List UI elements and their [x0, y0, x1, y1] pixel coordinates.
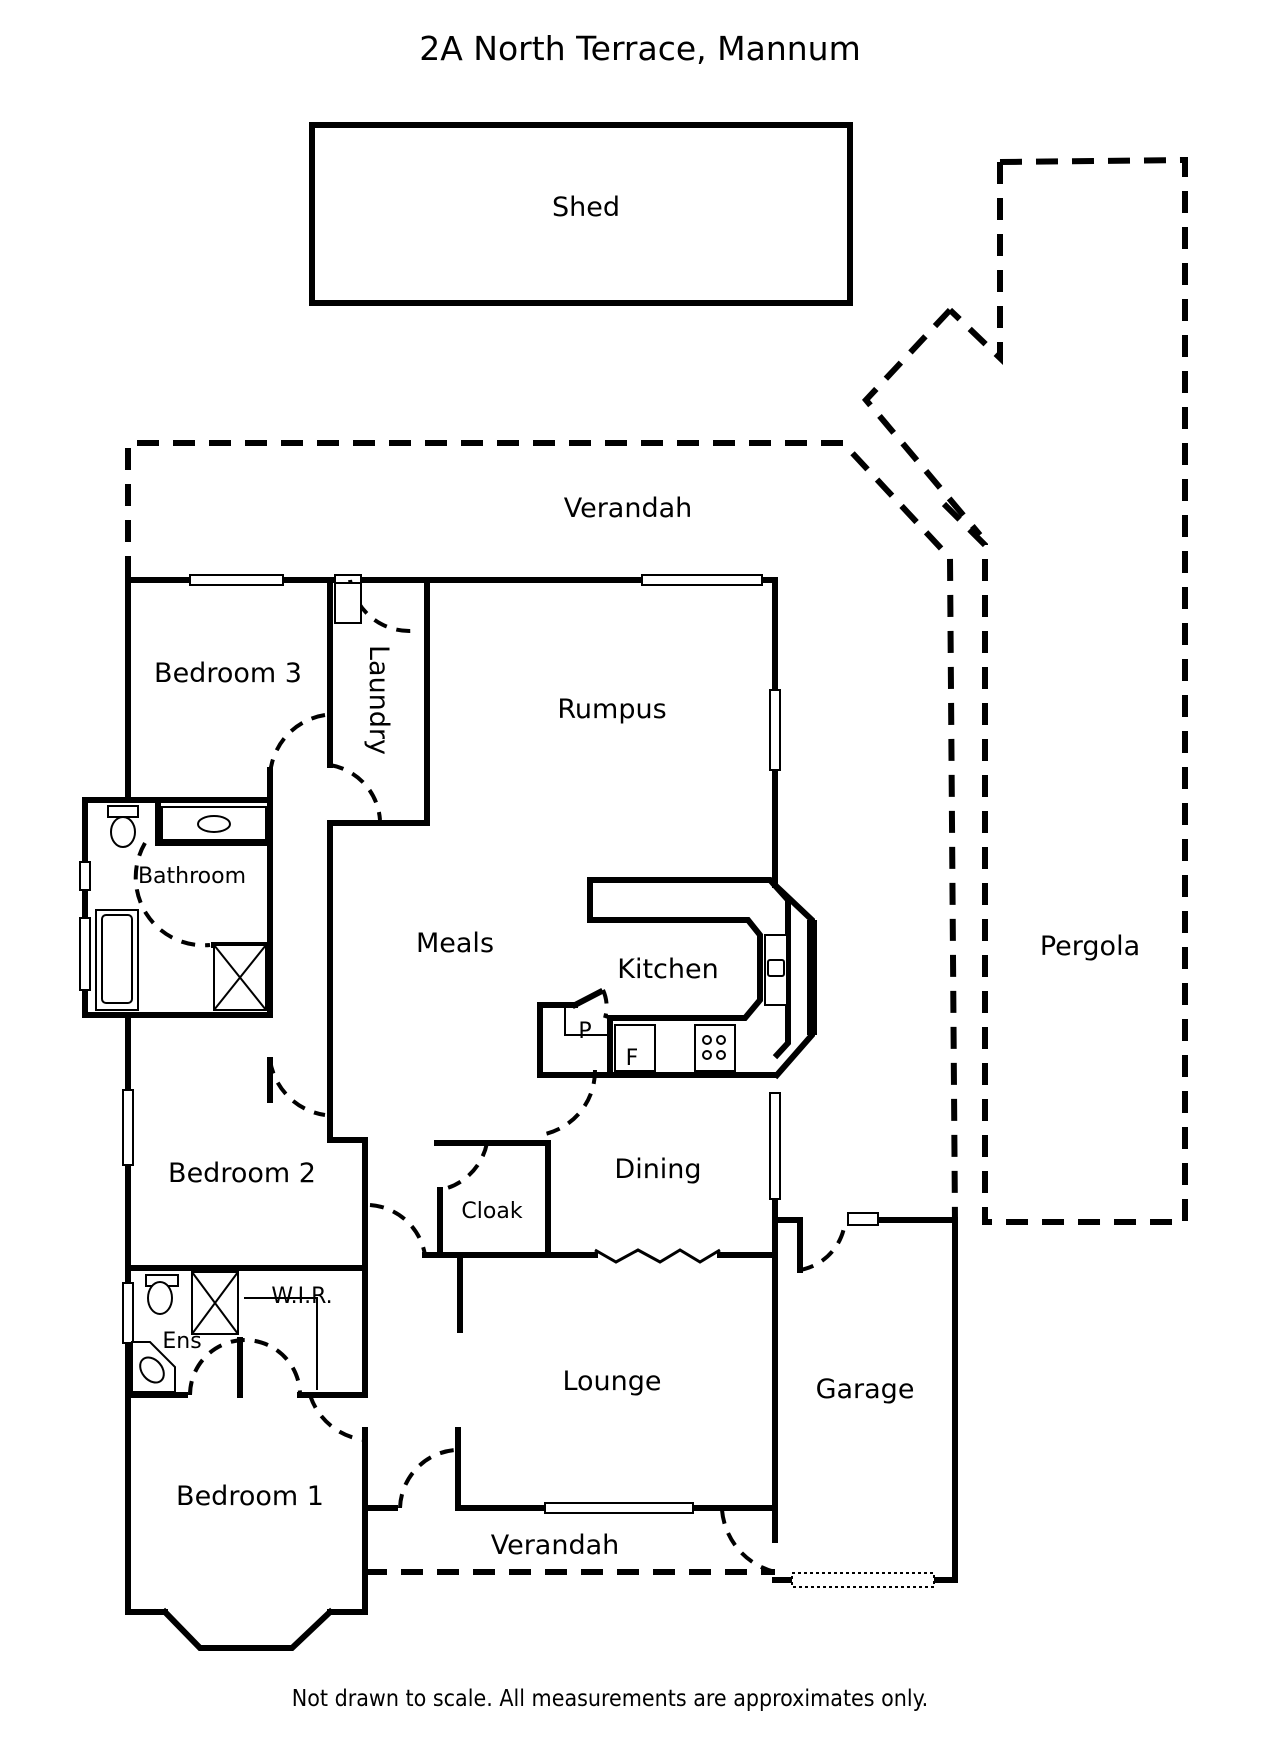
windows	[79, 574, 935, 1588]
cooktop	[694, 1024, 736, 1072]
door-front[interactable]	[398, 1448, 456, 1509]
wir-label: W.I.R.	[271, 1284, 332, 1309]
kitchen-bench	[537, 877, 791, 1078]
window-lounge	[544, 1502, 694, 1514]
wir-shelf	[244, 1297, 318, 1390]
door-pantry-meals[interactable]	[539, 1069, 598, 1137]
toilet-icon	[110, 816, 136, 848]
pantry-outline	[564, 1005, 610, 1036]
garage-label: Garage	[816, 1374, 915, 1405]
shed-label: Shed	[552, 192, 620, 223]
burner-icon	[702, 1050, 712, 1060]
door-cloak[interactable]	[439, 1142, 489, 1192]
door-bathroom[interactable]	[133, 841, 211, 948]
burner-icon	[716, 1050, 726, 1060]
pergola-label: Pergola	[1040, 931, 1140, 962]
ensuite-toilet-icon	[147, 1281, 173, 1315]
tub-outline	[334, 582, 362, 624]
sliding-door[interactable]	[594, 1248, 721, 1264]
fridge-label: F	[626, 1046, 639, 1071]
door-bedroom2[interactable]	[268, 1059, 326, 1117]
verandah-top-label: Verandah	[564, 493, 693, 524]
bath-icon	[101, 914, 133, 1004]
shed-outline	[309, 122, 853, 306]
garage-door	[791, 1572, 935, 1588]
door-laundry[interactable]	[329, 763, 382, 821]
laundry-label: Laundry	[363, 645, 394, 755]
bedroom3-label: Bedroom 3	[154, 658, 302, 689]
window-bath	[79, 917, 91, 991]
window-ensuite	[122, 1282, 134, 1344]
kitchen-bench-outer	[587, 877, 791, 1060]
shed: Shed	[309, 122, 853, 306]
bathroom-label: Bathroom	[138, 864, 246, 889]
verandah-top: Verandah	[125, 307, 983, 1223]
meals-label: Meals	[416, 928, 494, 959]
verandah-bottom-label: Verandah	[491, 1530, 620, 1561]
door-bedroom1[interactable]	[308, 1394, 366, 1442]
kitchen-bench-inner	[537, 877, 763, 1078]
verandah-top-outline	[125, 440, 958, 1223]
cloak-label: Cloak	[461, 1199, 522, 1224]
pergola-outline	[937, 156, 1188, 1225]
pergola: Pergola	[937, 156, 1188, 1225]
window-bedroom2	[122, 1089, 134, 1166]
footnote: Not drawn to scale. All measurements are…	[292, 1686, 928, 1712]
bedroom2-label: Bedroom 2	[168, 1158, 316, 1189]
lounge-label: Lounge	[562, 1366, 661, 1397]
toilet-cistern-icon	[107, 805, 139, 818]
window-dining	[769, 1092, 781, 1200]
fixtures	[95, 582, 362, 1393]
door-garage-int[interactable]	[799, 1221, 847, 1272]
pantry-door[interactable]	[601, 989, 609, 1019]
fridge-space	[614, 1024, 656, 1072]
window-bedroom3	[189, 574, 284, 586]
verandah-bottom: Verandah	[365, 1530, 775, 1575]
pantry-label: P	[578, 1019, 591, 1044]
plan-title: 2A North Terrace, Mannum	[419, 29, 861, 68]
window-garage	[847, 1212, 879, 1226]
ensuite-basin-icon	[139, 1356, 165, 1384]
door-entry[interactable]	[369, 1203, 427, 1256]
verandah-connector	[861, 307, 983, 537]
rumpus-label: Rumpus	[557, 694, 666, 725]
window-rumpus-side	[769, 689, 781, 771]
basin-icon	[197, 815, 231, 833]
bedroom1-label: Bedroom 1	[176, 1481, 324, 1512]
door-ensuite-wir[interactable]	[188, 1338, 302, 1396]
ensuite-label: Ens	[162, 1329, 201, 1354]
sink-icon	[767, 959, 785, 977]
door-garage-ext[interactable]	[720, 1509, 776, 1574]
window-kitchen-bay	[807, 920, 817, 1035]
window-rumpus	[641, 574, 763, 586]
kitchen-label: Kitchen	[617, 954, 718, 985]
dining-label: Dining	[614, 1154, 701, 1185]
burner-icon	[716, 1035, 726, 1045]
window-bathroom	[79, 861, 91, 891]
door-bedroom3[interactable]	[268, 713, 326, 776]
burner-icon	[702, 1035, 712, 1045]
